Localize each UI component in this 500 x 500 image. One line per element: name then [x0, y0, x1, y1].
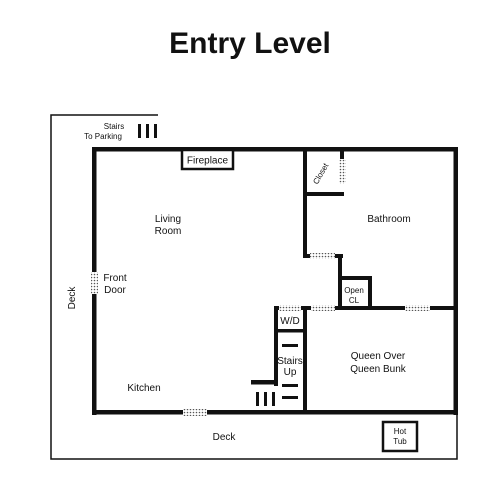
front-door-label-1: Front	[103, 273, 127, 284]
fireplace-label: Fireplace	[187, 156, 229, 167]
bath-bunk-door-opening	[405, 305, 430, 311]
stairs-up-label-1: Stairs	[277, 356, 303, 367]
hot-tub-label-2: Tub	[393, 437, 407, 446]
stairs-to-parking-label-2: To Parking	[84, 132, 122, 141]
open-closet-label-2: CL	[349, 296, 360, 305]
closet-label: Closet	[311, 161, 331, 186]
stairs-up-marks	[256, 344, 298, 406]
open-closet-label-1: Open	[344, 286, 364, 295]
hot-tub-box	[381, 420, 419, 453]
deck-door-opening	[183, 409, 207, 416]
deck-bottom-label: Deck	[213, 432, 237, 443]
closet-door-opening	[339, 159, 346, 184]
stairs-to-parking-label-1: Stairs	[104, 122, 124, 131]
stairs-to-parking-marks	[138, 124, 157, 138]
stairs-up-label-2: Up	[284, 367, 297, 378]
deck-left-label: Deck	[67, 286, 78, 310]
living-room-label-2: Room	[155, 226, 182, 237]
kitchen-label: Kitchen	[127, 383, 160, 394]
queen-bunk-label-2: Queen Bunk	[350, 364, 407, 375]
front-door-label-2: Door	[104, 285, 126, 296]
queen-bunk-label-1: Queen Over	[351, 351, 406, 362]
front-door-opening	[91, 272, 98, 294]
bathroom-door-opening	[310, 253, 335, 259]
washer-dryer-label: W/D	[280, 316, 299, 327]
bathroom-label: Bathroom	[367, 214, 410, 225]
fireplace-box	[180, 148, 235, 171]
hot-tub-label-1: Hot	[394, 427, 407, 436]
bunk-door-opening	[311, 305, 335, 311]
deck-boundary	[50, 114, 458, 460]
wd-door-opening	[279, 305, 301, 311]
page-title: Entry Level	[169, 27, 331, 60]
doorways	[91, 159, 430, 416]
living-room-label-1: Living	[155, 214, 181, 225]
